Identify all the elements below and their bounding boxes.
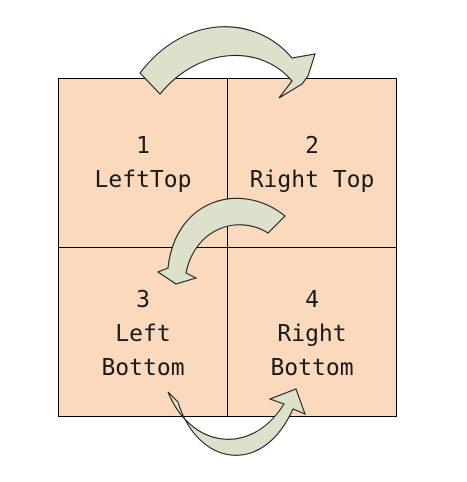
quadrant-number: 4 — [305, 287, 319, 313]
quadrant-number: 1 — [136, 133, 150, 159]
quadrant-left-bottom: 3 Left Bottom — [58, 247, 228, 417]
quadrant-number: 3 — [136, 287, 150, 313]
quadrant-name-line-2: Bottom — [270, 355, 354, 381]
quadrant-label: 3 Left Bottom — [101, 283, 184, 385]
quadrant-right-top: 2 Right Top — [227, 78, 397, 248]
quadrant-label: 4 Right Bottom — [270, 283, 353, 385]
quadrant-name-line-1: Left — [115, 321, 171, 347]
quadrant-left-top: 1 LeftTop — [58, 78, 228, 248]
quadrant-number: 2 — [305, 133, 319, 159]
quadrant-name-line-2: Bottom — [101, 355, 185, 381]
quadrant-name-line-1: Right — [277, 321, 347, 347]
quadrant-right-bottom: 4 Right Bottom — [227, 247, 397, 417]
quadrant-label: 1 LeftTop — [95, 129, 192, 197]
quadrant-label: 2 Right Top — [250, 129, 375, 197]
quadrant-name: Right Top — [249, 167, 375, 193]
quadrant-name: LeftTop — [94, 167, 192, 193]
